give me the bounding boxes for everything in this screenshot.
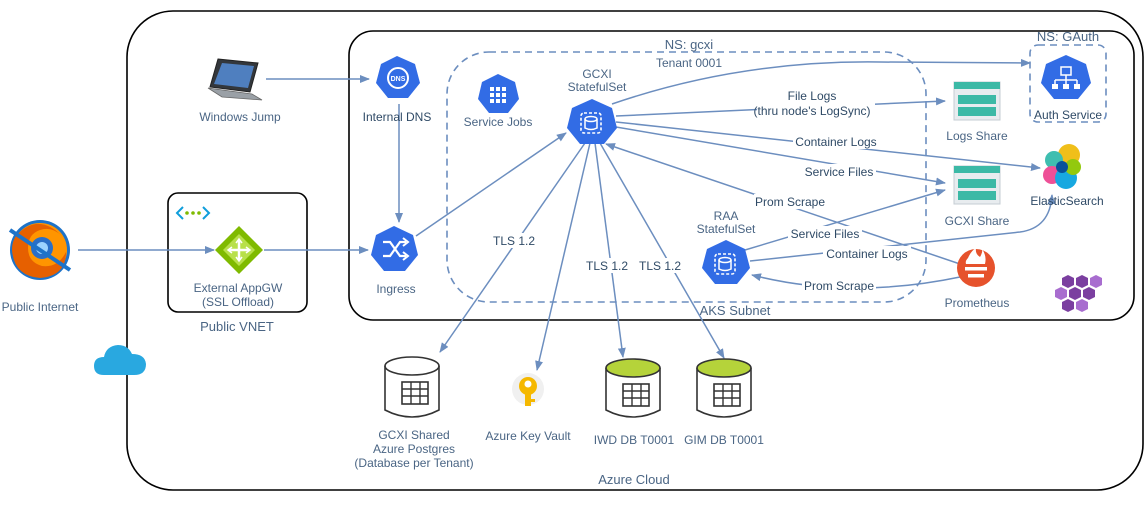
azure-cloud-icon <box>94 345 146 375</box>
logs-share-label: Logs Share <box>946 129 1008 143</box>
database-icon <box>605 358 661 418</box>
key-vault-icon <box>512 373 544 406</box>
aks-subnet-label: AKS Subnet <box>700 303 771 318</box>
gcxi-shared-sublabel: Azure Postgres <box>373 442 455 456</box>
gim-db-label: GIM DB T0001 <box>684 433 764 447</box>
raa-statefulset-sublabel: StatefulSet <box>697 222 756 236</box>
aks-subnet-boundary <box>348 30 1135 321</box>
edge-label-tls-1: TLS 1.2 <box>493 234 535 248</box>
gcxi-shared-sublabel2: (Database per Tenant) <box>354 456 473 470</box>
vnet-icon <box>175 206 211 220</box>
edge-raa-elastic <box>749 194 1056 262</box>
ns-gauth-boundary <box>1029 44 1107 123</box>
kubernetes-jobs-icon <box>478 74 519 113</box>
gcxi-shared-label: GCXI Shared <box>378 428 449 442</box>
ns-gauth-label: NS: GAuth <box>1037 29 1099 44</box>
appgw-label: External AppGW <box>194 281 283 295</box>
edge-ingress-gcxi <box>415 132 567 237</box>
edge-raa-gcxishare <box>744 188 946 251</box>
ingress-icon <box>371 226 418 271</box>
elasticsearch-icon <box>1043 144 1081 189</box>
gcxi-statefulset-label: GCXI <box>582 67 611 81</box>
ns-gcxi-label: NS: gcxi <box>665 37 714 52</box>
public-internet-label: Public Internet <box>2 300 79 314</box>
edge-label-file-logs: File Logs <box>788 89 837 103</box>
azure-cloud-label: Azure Cloud <box>598 472 670 487</box>
gcxi-share-label: GCXI Share <box>945 214 1010 228</box>
auth-service-icon <box>1041 55 1091 99</box>
database-icon <box>384 356 440 418</box>
tenant-label: Tenant 0001 <box>656 56 722 70</box>
azure-key-vault-label: Azure Key Vault <box>485 429 571 443</box>
edge-gcxi-gim <box>599 142 725 359</box>
edge-label-container-logs-gcxi: Container Logs <box>795 135 876 149</box>
auth-service-label: Auth Service <box>1034 108 1102 122</box>
edge-gcxi-gcxishare <box>615 126 946 186</box>
public-vnet-boundary <box>167 192 308 313</box>
database-icon <box>696 358 752 418</box>
firefox-browser-icon <box>8 220 72 280</box>
edge-label-tls-2: TLS 1.2 <box>586 259 628 273</box>
svg-text:DNS: DNS <box>391 76 406 83</box>
edge-labels: File Logs (thru node's LogSync) Containe… <box>490 89 911 293</box>
edge-gcxi-iwd <box>594 142 626 358</box>
iwd-db-label: IWD DB T0001 <box>594 433 675 447</box>
elasticsearch-label: ElasticSearch <box>1030 194 1103 208</box>
edge-label-prom-scrape-gcxi: Prom Scrape <box>755 195 825 209</box>
edge-label-file-logs-sub: (thru node's LogSync) <box>753 104 870 118</box>
appgw-sublabel: (SSL Offload) <box>202 295 274 309</box>
service-jobs-label: Service Jobs <box>464 115 533 129</box>
kubernetes-statefulset-icon <box>567 99 617 144</box>
edge-gcxi-keyvault <box>535 142 591 371</box>
laptop-icon <box>207 58 263 101</box>
edge-gcxi-auth <box>611 58 1031 105</box>
ingress-label: Ingress <box>376 282 415 296</box>
file-share-icon <box>953 165 1001 205</box>
dns-icon: DNS <box>376 56 420 98</box>
edge-label-service-files-gcxi: Service Files <box>805 165 874 179</box>
edge-label-tls-3: TLS 1.2 <box>639 259 681 273</box>
windows-jump-label: Windows Jump <box>199 110 281 124</box>
prometheus-label: Prometheus <box>945 296 1010 310</box>
prometheus-icon <box>957 248 995 287</box>
kubernetes-statefulset-icon <box>702 240 750 284</box>
aks-cluster-icon <box>1055 275 1102 312</box>
ns-gcxi-boundary <box>446 51 927 303</box>
edge-label-service-files-raa: Service Files <box>791 227 860 241</box>
public-vnet-label: Public VNET <box>200 319 274 334</box>
raa-statefulset-label: RAA <box>714 209 739 223</box>
file-share-icon <box>953 81 1001 121</box>
application-gateway-icon <box>215 226 263 274</box>
internal-dns-label: Internal DNS <box>363 110 432 124</box>
edge-label-prom-scrape-raa: Prom Scrape <box>804 279 874 293</box>
gcxi-statefulset-sublabel: StatefulSet <box>568 80 627 94</box>
edge-label-container-logs-raa: Container Logs <box>826 247 907 261</box>
